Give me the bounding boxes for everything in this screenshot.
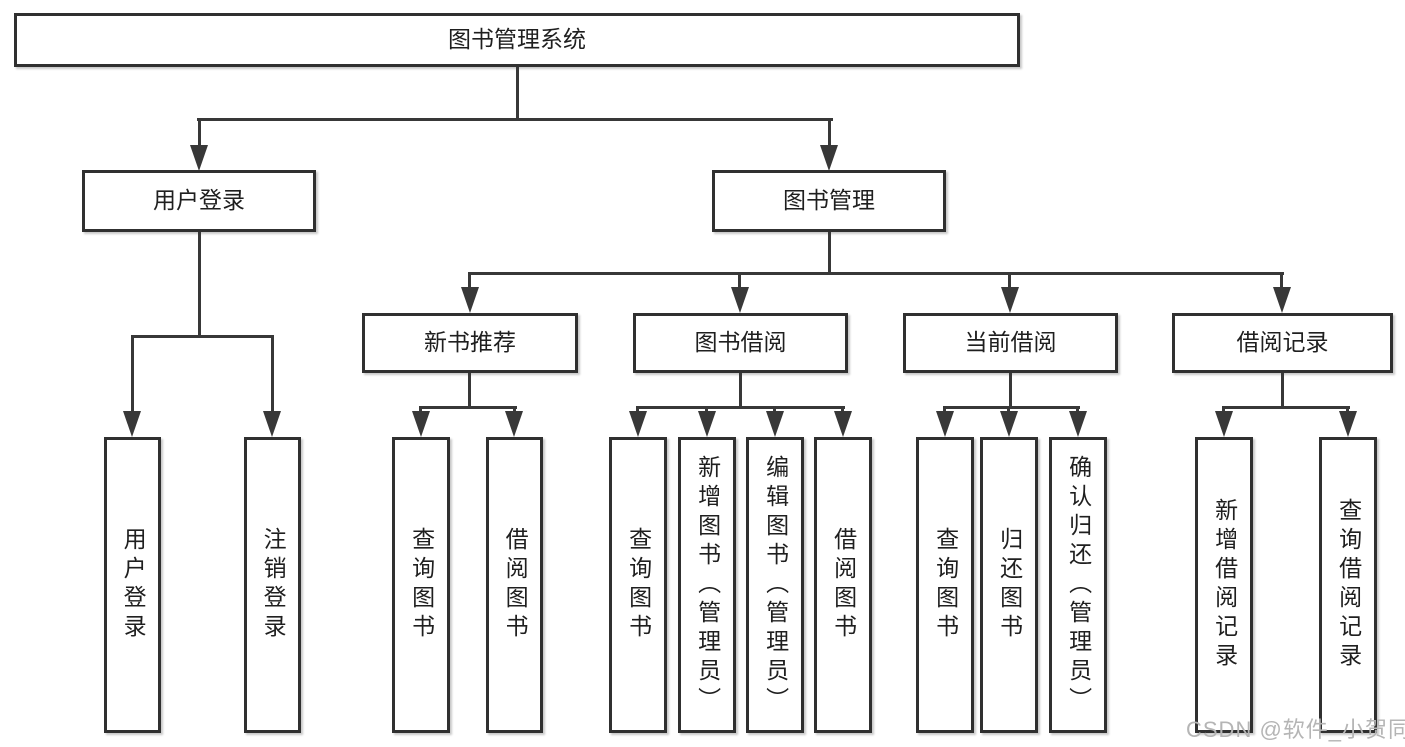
node-library-system: 图书管理系统 <box>14 13 1020 67</box>
arrow-down-icon <box>834 411 852 437</box>
node-book-borrow: 图书借阅 <box>633 313 848 373</box>
connector-line <box>468 373 471 409</box>
leaf-query-books-borrow: 查询图书 <box>609 437 667 733</box>
csdn-watermark: CSDN @软件_小贺同学 <box>1186 717 1405 742</box>
arrow-down-icon <box>263 411 281 437</box>
connector-line <box>131 335 274 338</box>
connector-line <box>943 406 1080 409</box>
connector-line <box>1008 272 1011 292</box>
arrow-down-icon <box>936 411 954 437</box>
arrow-down-icon <box>505 411 523 437</box>
leaf-return-books: 归还图书 <box>980 437 1038 733</box>
arrow-down-icon <box>1069 411 1087 437</box>
arrow-down-icon <box>1273 287 1291 313</box>
leaf-query-books-recommend: 查询图书 <box>392 437 450 733</box>
arrow-down-icon <box>629 411 647 437</box>
node-book-management: 图书管理 <box>712 170 946 232</box>
arrow-down-icon <box>698 411 716 437</box>
leaf-borrow-books: 借阅图书 <box>814 437 872 733</box>
node-user-login: 用户登录 <box>82 170 316 232</box>
node-new-book-recommend: 新书推荐 <box>362 313 578 373</box>
leaf-query-books-current: 查询图书 <box>916 437 974 733</box>
node-label: 借阅图书 <box>502 527 529 643</box>
arrow-down-icon <box>1001 287 1019 313</box>
leaf-edit-books-admin: 编辑图书（管理员） <box>746 437 804 733</box>
connector-line <box>1280 272 1283 292</box>
arrow-down-icon <box>731 287 749 313</box>
connector-line <box>516 67 519 121</box>
leaf-logout: 注销登录 <box>244 437 301 733</box>
connector-line <box>1281 373 1284 409</box>
arrow-down-icon <box>1000 411 1018 437</box>
leaf-add-borrow-record: 新增借阅记录 <box>1195 437 1253 733</box>
node-label: 确认归还（管理员） <box>1065 454 1092 716</box>
leaf-confirm-return-admin: 确认归还（管理员） <box>1049 437 1107 733</box>
node-label: 编辑图书（管理员） <box>762 454 789 716</box>
arrow-down-icon <box>461 287 479 313</box>
node-label: 图书管理 <box>783 187 875 214</box>
node-label: 用户登录 <box>120 527 147 643</box>
node-label: 归还图书 <box>996 527 1023 643</box>
connector-line <box>828 232 831 275</box>
arrow-down-icon <box>1215 411 1233 437</box>
node-label: 用户登录 <box>153 187 245 214</box>
leaf-user-login: 用户登录 <box>104 437 161 733</box>
leaf-borrow-books-recommend: 借阅图书 <box>486 437 543 733</box>
connector-line <box>419 406 517 409</box>
node-label: 查询借阅记录 <box>1335 498 1362 672</box>
connector-line <box>738 272 741 292</box>
connector-line <box>131 335 134 415</box>
node-label: 查询图书 <box>408 527 435 643</box>
connector-line <box>828 118 831 148</box>
node-label: 注销登录 <box>260 527 287 643</box>
arrow-down-icon <box>766 411 784 437</box>
node-current-borrow: 当前借阅 <box>903 313 1118 373</box>
connector-line <box>198 118 201 148</box>
node-label: 查询图书 <box>625 527 652 643</box>
leaf-add-books-admin: 新增图书（管理员） <box>678 437 736 733</box>
leaf-query-borrow-record: 查询借阅记录 <box>1319 437 1377 733</box>
connector-line <box>468 272 471 292</box>
connector-line <box>739 373 742 409</box>
arrow-down-icon <box>123 411 141 437</box>
node-label: 当前借阅 <box>964 329 1057 356</box>
node-label: 图书借阅 <box>694 329 787 356</box>
connector-line <box>271 335 274 415</box>
arrow-down-icon <box>412 411 430 437</box>
connector-line <box>1222 406 1350 409</box>
node-borrow-records: 借阅记录 <box>1172 313 1393 373</box>
node-label: 新增借阅记录 <box>1211 498 1238 672</box>
node-label: 图书管理系统 <box>448 26 586 53</box>
connector-line <box>468 272 1284 275</box>
connector-line <box>636 406 845 409</box>
arrow-down-icon <box>820 145 838 171</box>
arrow-down-icon <box>190 145 208 171</box>
connector-line <box>198 232 201 338</box>
node-label: 新增图书（管理员） <box>694 454 721 716</box>
node-label: 查询图书 <box>932 527 959 643</box>
node-label: 借阅记录 <box>1236 329 1329 356</box>
connector-line <box>197 118 833 121</box>
connector-line <box>1009 373 1012 409</box>
arrow-down-icon <box>1339 411 1357 437</box>
node-label: 借阅图书 <box>830 527 857 643</box>
node-label: 新书推荐 <box>424 329 516 356</box>
